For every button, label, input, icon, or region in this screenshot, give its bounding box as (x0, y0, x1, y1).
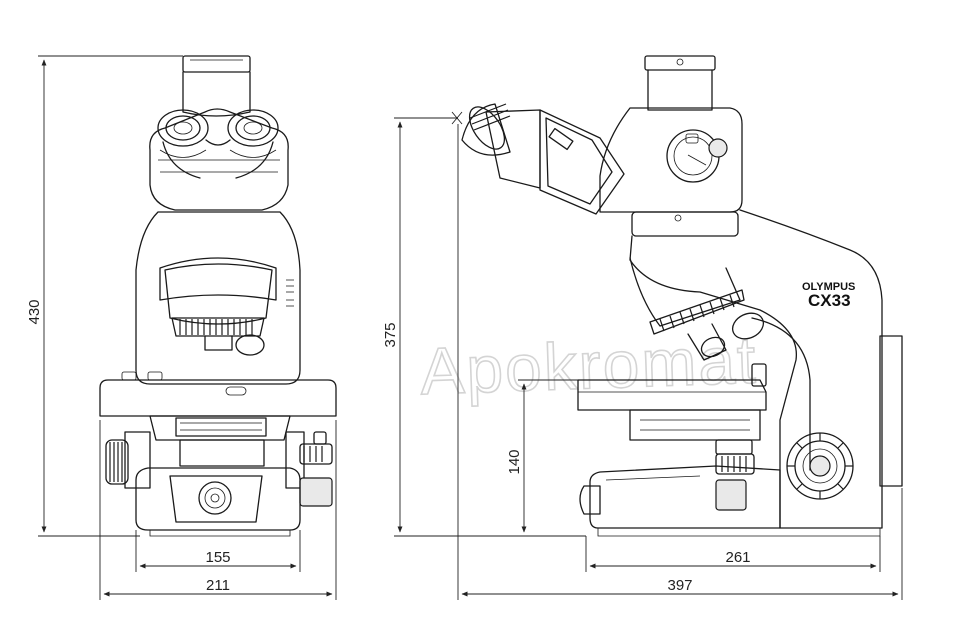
svg-text:211: 211 (206, 577, 230, 594)
watermark-text: Apokromat (419, 323, 759, 409)
nosepiece-knurl (179, 319, 253, 335)
brand-model: CX33 (808, 291, 851, 310)
focus-knob-knurl (787, 433, 853, 499)
dimension-side-height: 375 (382, 111, 586, 537)
dimension-front-base-width: 155 (135, 530, 301, 572)
brand-maker: OLYMPUS (802, 281, 855, 293)
svg-text:375: 375 (382, 322, 399, 347)
front-view-microscope (99, 55, 337, 537)
svg-text:155: 155 (205, 549, 230, 566)
svg-text:261: 261 (725, 549, 750, 566)
svg-text:430: 430 (26, 299, 43, 324)
svg-text:140: 140 (506, 449, 523, 474)
side-nosepiece-knurl (659, 294, 735, 332)
dimension-front-total-width: 211 (99, 420, 337, 600)
dimension-front-height: 430 (26, 55, 183, 537)
dimension-side-base-width: 261 (585, 536, 881, 572)
dimension-stage-height: 140 (506, 379, 578, 533)
dimension-side-total-width: 397 (457, 124, 903, 600)
svg-text:397: 397 (667, 577, 692, 594)
side-view-microscope: OLYMPUS CX33 (461, 55, 903, 537)
